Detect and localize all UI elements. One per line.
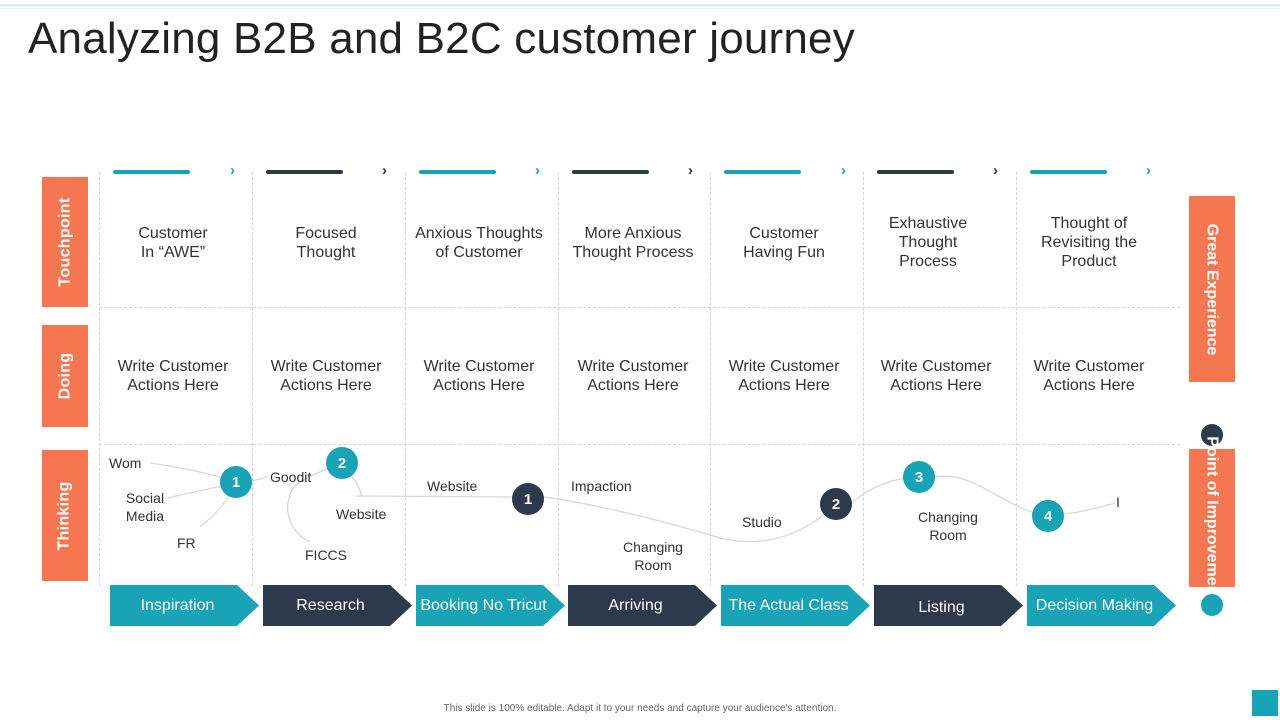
page-title: Analyzing B2B and B2C customer journey	[28, 14, 855, 63]
thinking-label: Impaction	[571, 478, 632, 494]
chevron-right-icon: ›	[1146, 162, 1151, 179]
connector-line	[287, 462, 343, 543]
step-marker-teal: 2	[326, 447, 358, 479]
stage-arriving: Arriving	[568, 585, 717, 626]
column-accent-bar	[1030, 170, 1107, 174]
step-marker-teal: 3	[903, 461, 935, 493]
thinking-label: Studio	[742, 514, 782, 530]
row-divider	[99, 444, 1180, 445]
doing-cell: Write Customer Actions Here	[423, 358, 535, 394]
row-label-thinking: Thinking	[42, 450, 88, 581]
teal-dot-icon	[1201, 594, 1223, 616]
stage-booking: Booking No Tricut	[416, 585, 565, 626]
chevron-right-icon: ›	[230, 162, 235, 179]
corner-accent-square	[1252, 690, 1278, 716]
thinking-label: Website	[336, 506, 387, 522]
touchpoint-cell: Exhaustive Thought Process	[888, 215, 968, 270]
row-divider	[99, 307, 1180, 308]
step-marker-teal: 1	[220, 466, 252, 498]
chevron-right-icon: ›	[688, 162, 693, 179]
touchpoint-cell: Customer In “AWE”	[138, 225, 208, 261]
stage-research: Research	[263, 585, 412, 626]
column-accent-bar	[266, 170, 343, 174]
step-marker-navy: 2	[820, 488, 852, 520]
column-divider	[710, 172, 711, 586]
side-label-point-of-improvement: Point of Improvement	[1189, 436, 1235, 600]
column-divider	[252, 172, 253, 586]
top-accent-line-thin	[0, 8, 1280, 9]
column-accent-bar	[572, 170, 649, 174]
thinking-label: Changing Room	[918, 509, 978, 543]
doing-cell: Write Customer Actions Here	[117, 358, 229, 394]
thinking-label: I	[1116, 494, 1120, 510]
row-label-touchpoint: Touchpoint	[42, 177, 88, 307]
stage-inspiration: Inspiration	[110, 585, 259, 626]
thinking-label: FICCS	[305, 547, 347, 563]
connector-line	[251, 476, 269, 482]
thinking-label: FR	[177, 535, 196, 551]
connector-line	[1063, 502, 1116, 515]
footer-note: This slide is 100% editable. Adapt it to…	[443, 703, 837, 714]
row-label-doing: Doing	[42, 325, 88, 427]
doing-cell: Write Customer Actions Here	[577, 358, 689, 394]
chevron-right-icon: ›	[382, 162, 387, 179]
touchpoint-cell: More Anxious Thought Process	[572, 225, 694, 261]
step-marker-teal: 4	[1032, 500, 1064, 532]
side-label-great-experience: Great Experience	[1189, 196, 1235, 382]
column-divider	[558, 172, 559, 586]
thinking-label: Social Media	[125, 490, 165, 524]
column-divider	[99, 172, 100, 586]
connector-line	[355, 495, 513, 498]
doing-cell: Write Customer Actions Here	[728, 358, 840, 394]
touchpoint-cell: Focused Thought	[295, 225, 357, 261]
doing-cell: Write Customer Actions Here	[270, 358, 382, 394]
chevron-right-icon: ›	[841, 162, 846, 179]
column-accent-bar	[877, 170, 954, 174]
chevron-right-icon: ›	[993, 162, 998, 179]
column-divider	[405, 172, 406, 586]
column-divider	[1016, 172, 1017, 586]
step-marker-navy: 1	[512, 483, 544, 515]
thinking-label: Changing Room	[623, 539, 683, 573]
touchpoint-cell: Customer Having Fun	[743, 225, 825, 261]
chevron-right-icon: ›	[535, 162, 540, 179]
doing-cell: Write Customer Actions Here	[880, 358, 992, 394]
stage-listing: Listing	[874, 585, 1023, 626]
column-accent-bar	[113, 170, 190, 174]
top-accent-line	[0, 4, 1280, 6]
thinking-label: Wom	[109, 455, 142, 471]
column-accent-bar	[724, 170, 801, 174]
column-accent-bar	[419, 170, 496, 174]
touchpoint-cell: Anxious Thoughts of Customer	[415, 225, 543, 261]
stage-decision-making: Decision Making	[1027, 585, 1176, 626]
connector-line	[543, 496, 836, 543]
thinking-label: Goodit	[270, 469, 312, 485]
navy-dot-icon	[1201, 424, 1223, 446]
touchpoint-cell: Thought of Revisiting the Product	[1040, 215, 1138, 270]
thinking-label: Website	[427, 478, 478, 494]
stage-actual-class: The Actual Class	[721, 585, 870, 626]
doing-cell: Write Customer Actions Here	[1033, 358, 1145, 394]
column-divider	[863, 172, 864, 586]
